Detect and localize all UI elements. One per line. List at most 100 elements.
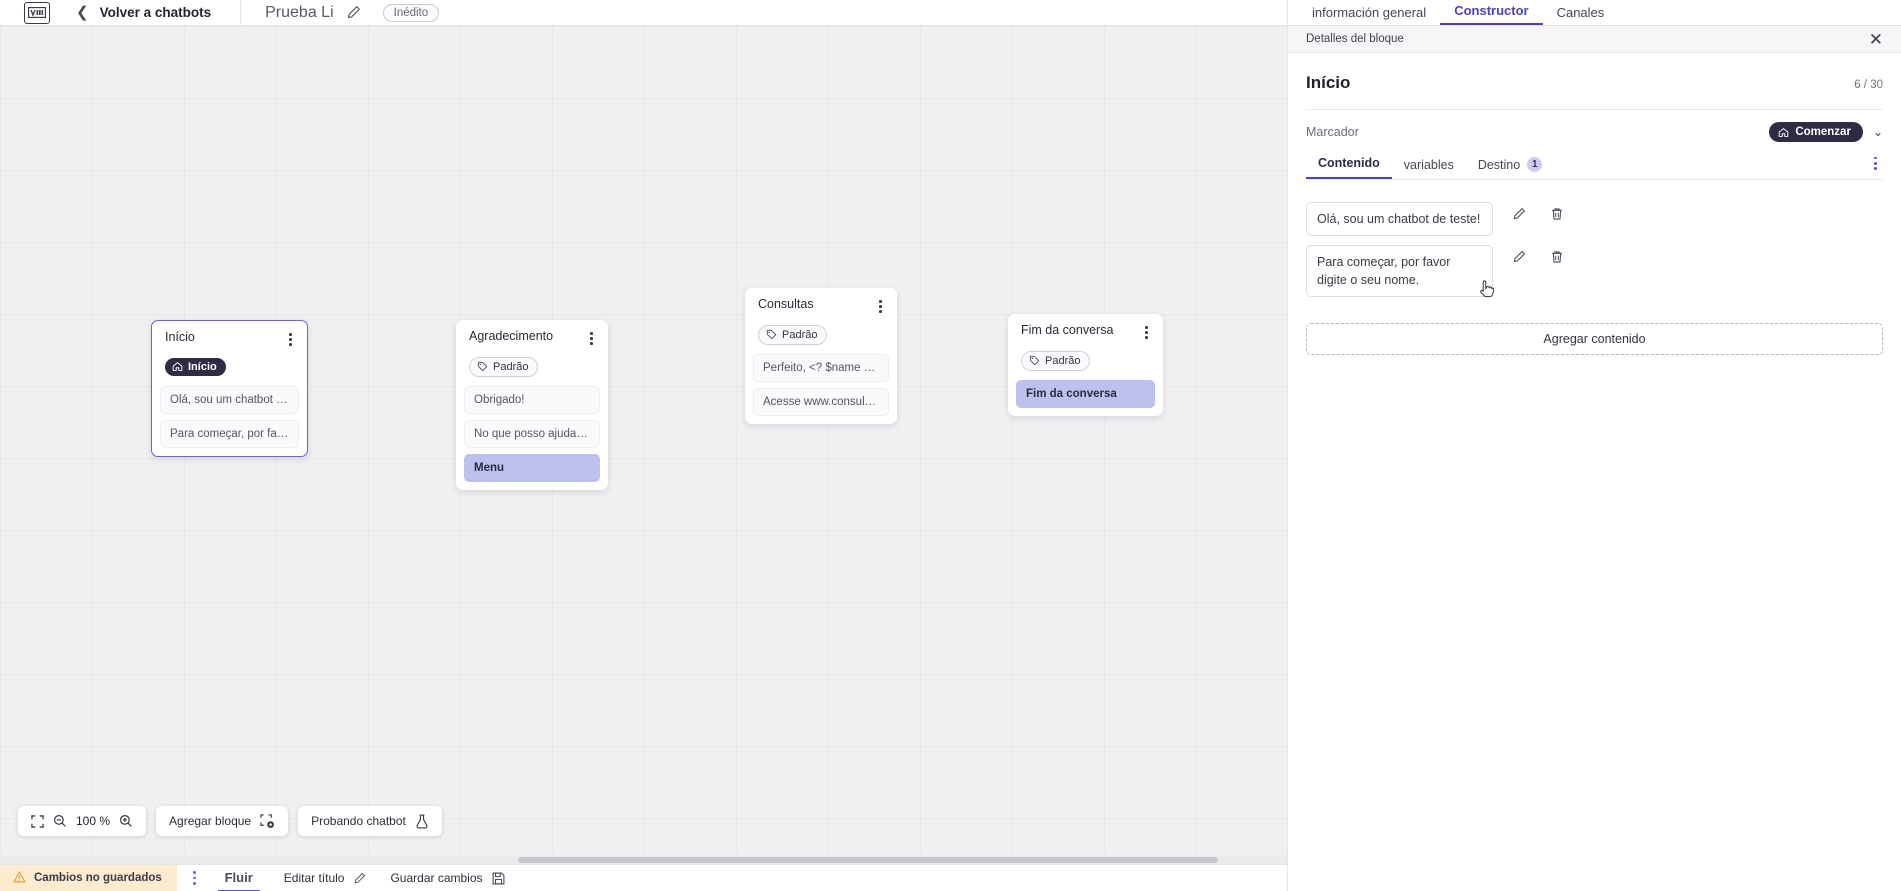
node-rows: Fim da conversa bbox=[1008, 380, 1163, 409]
home-icon bbox=[172, 362, 183, 372]
bot-name-title: Prueba Li bbox=[265, 3, 334, 21]
bottombar-kebab-menu-icon[interactable] bbox=[192, 871, 196, 885]
flow-node-agradecimento[interactable]: Agradecimento Padrão Obrigado! No que po… bbox=[456, 320, 608, 491]
content-item-text[interactable]: Olá, sou um chatbot de teste! bbox=[1306, 202, 1493, 237]
content-item: Olá, sou um chatbot de teste! bbox=[1306, 202, 1883, 237]
zoom-level-value: 100 % bbox=[76, 814, 111, 828]
edit-title-label: Editar título bbox=[283, 871, 345, 885]
add-content-button[interactable]: Agregar contenido bbox=[1306, 323, 1883, 356]
content-item-actions bbox=[1512, 245, 1564, 264]
fit-screen-icon[interactable] bbox=[31, 814, 44, 828]
panel-body: Início 6 / 30 Marcador Comenzar ⌄ bbox=[1288, 53, 1901, 356]
trash-icon[interactable] bbox=[1550, 207, 1564, 221]
marker-value-pill[interactable]: Comenzar bbox=[1769, 122, 1863, 142]
pencil-icon[interactable] bbox=[1512, 207, 1526, 221]
zoom-out-icon[interactable] bbox=[53, 814, 67, 828]
publish-status-badge: Inédito bbox=[382, 3, 440, 22]
edit-title-button[interactable]: Editar título bbox=[284, 871, 367, 885]
flask-icon bbox=[415, 814, 429, 829]
node-chip-label: Início bbox=[188, 360, 217, 373]
node-menu-kebab-icon[interactable] bbox=[875, 297, 886, 316]
add-block-label: Agregar bloque bbox=[169, 814, 252, 828]
trash-icon[interactable] bbox=[1550, 250, 1564, 264]
node-header: Agradecimento bbox=[456, 329, 608, 348]
logo-glyph-icon bbox=[28, 7, 46, 18]
tab-constructor[interactable]: Constructor bbox=[1440, 3, 1543, 25]
save-disk-icon bbox=[492, 872, 505, 885]
canvas-toolbar: 100 % Agregar bloque bbox=[18, 806, 442, 836]
node-menu-kebab-icon[interactable] bbox=[586, 329, 597, 348]
node-row-menu[interactable]: Menu bbox=[464, 454, 600, 483]
content-tabs-kebab-icon[interactable] bbox=[1868, 156, 1883, 179]
content-tabs: Contenido variables Destino 1 bbox=[1306, 156, 1883, 180]
save-changes-button[interactable]: Guardar cambios bbox=[390, 871, 504, 885]
node-title: Fim da conversa bbox=[1021, 323, 1114, 337]
tab-contenido[interactable]: Contenido bbox=[1306, 156, 1392, 179]
node-title: Início bbox=[165, 330, 195, 344]
node-chip-label: Padrão bbox=[1045, 354, 1081, 367]
block-details-title: Detalles del bloque bbox=[1306, 33, 1404, 45]
chevron-down-icon[interactable]: ⌄ bbox=[1872, 125, 1883, 139]
edit-bot-name-pencil-icon[interactable] bbox=[346, 5, 361, 20]
node-title: Agradecimento bbox=[469, 329, 554, 343]
content-item-text[interactable]: Para começar, por favor digite o seu nom… bbox=[1306, 245, 1493, 298]
block-title-row: Início 6 / 30 bbox=[1306, 53, 1883, 93]
node-title: Consultas bbox=[758, 297, 814, 311]
node-header: Início bbox=[152, 330, 307, 349]
tab-informacion-general[interactable]: información general bbox=[1312, 5, 1427, 20]
tab-fluir[interactable]: Fluir bbox=[217, 865, 260, 891]
home-icon bbox=[1779, 127, 1789, 137]
tag-icon bbox=[1029, 356, 1040, 366]
flow-canvas[interactable]: Início Início Olá, sou um chatbot de tes… bbox=[0, 26, 1287, 864]
node-row[interactable]: Acesse www.consultas.com par... bbox=[753, 388, 889, 417]
node-row-end[interactable]: Fim da conversa bbox=[1016, 380, 1155, 409]
content-item: Para começar, por favor digite o seu nom… bbox=[1306, 245, 1883, 298]
divider bbox=[1306, 109, 1883, 110]
close-icon[interactable]: ✕ bbox=[1868, 29, 1883, 49]
node-chip-default: Padrão bbox=[1021, 350, 1091, 371]
tab-canales[interactable]: Canales bbox=[1556, 5, 1605, 20]
zoom-in-icon[interactable] bbox=[119, 814, 133, 828]
content-item-actions bbox=[1512, 202, 1564, 221]
block-details-subheader: Detalles del bloque ✕ bbox=[1288, 26, 1901, 53]
canvas-hscrollbar-thumb[interactable] bbox=[518, 856, 1218, 863]
flow-node-fim-da-conversa[interactable]: Fim da conversa Padrão Fim da conversa bbox=[1008, 314, 1163, 417]
marker-control: Comenzar ⌄ bbox=[1769, 122, 1883, 142]
canvas-hscrollbar-track[interactable] bbox=[0, 855, 1287, 864]
flow-node-inicio[interactable]: Início Início Olá, sou um chatbot de tes… bbox=[151, 320, 308, 458]
back-chevron-icon[interactable]: ❮ bbox=[76, 4, 89, 21]
tab-variables[interactable]: variables bbox=[1392, 158, 1466, 179]
add-block-button[interactable]: Agregar bloque bbox=[156, 806, 289, 836]
tab-variables-label: variables bbox=[1403, 158, 1454, 172]
marker-value-label: Comenzar bbox=[1795, 126, 1851, 138]
node-row[interactable]: No que posso ajudar, <? $name ... bbox=[464, 420, 600, 449]
node-rows: Perfeito, <? $name ?>! Acesse www.consul… bbox=[745, 354, 897, 417]
node-chip-start: Início bbox=[165, 357, 226, 376]
warning-triangle-icon bbox=[13, 871, 26, 886]
flow-edges bbox=[0, 26, 300, 176]
app-logo-icon[interactable] bbox=[24, 1, 50, 24]
node-menu-kebab-icon[interactable] bbox=[285, 330, 296, 349]
node-header: Consultas bbox=[745, 297, 897, 316]
pencil-icon[interactable] bbox=[1512, 250, 1526, 264]
node-chip-label: Padrão bbox=[782, 328, 818, 341]
tab-destino-label: Destino bbox=[1477, 157, 1521, 172]
node-header: Fim da conversa bbox=[1008, 323, 1163, 342]
flow-node-consultas[interactable]: Consultas Padrão Perfeito, <? $name ?>! … bbox=[745, 288, 897, 425]
test-chatbot-button[interactable]: Probando chatbot bbox=[298, 806, 442, 836]
node-row[interactable]: Obrigado! bbox=[464, 386, 600, 415]
tag-icon bbox=[477, 362, 488, 372]
save-changes-label: Guardar cambios bbox=[390, 871, 483, 885]
node-row[interactable]: Perfeito, <? $name ?>! bbox=[753, 354, 889, 383]
tab-destino[interactable]: Destino 1 bbox=[1466, 157, 1554, 179]
content-items-list: Olá, sou um chatbot de teste! bbox=[1306, 202, 1883, 298]
node-menu-kebab-icon[interactable] bbox=[1141, 323, 1152, 342]
marker-row: Marcador Comenzar ⌄ bbox=[1306, 110, 1883, 142]
node-row[interactable]: Olá, sou um chatbot de teste! bbox=[160, 386, 299, 415]
node-row[interactable]: Para começar, por favor digite o ... bbox=[160, 420, 299, 449]
node-chip-default: Padrão bbox=[758, 324, 828, 345]
add-block-icon bbox=[260, 813, 275, 829]
back-to-chatbots-link[interactable]: Volver a chatbots bbox=[99, 5, 212, 20]
block-char-count: 6 / 30 bbox=[1854, 79, 1883, 91]
tab-destino-badge: 1 bbox=[1527, 157, 1543, 172]
